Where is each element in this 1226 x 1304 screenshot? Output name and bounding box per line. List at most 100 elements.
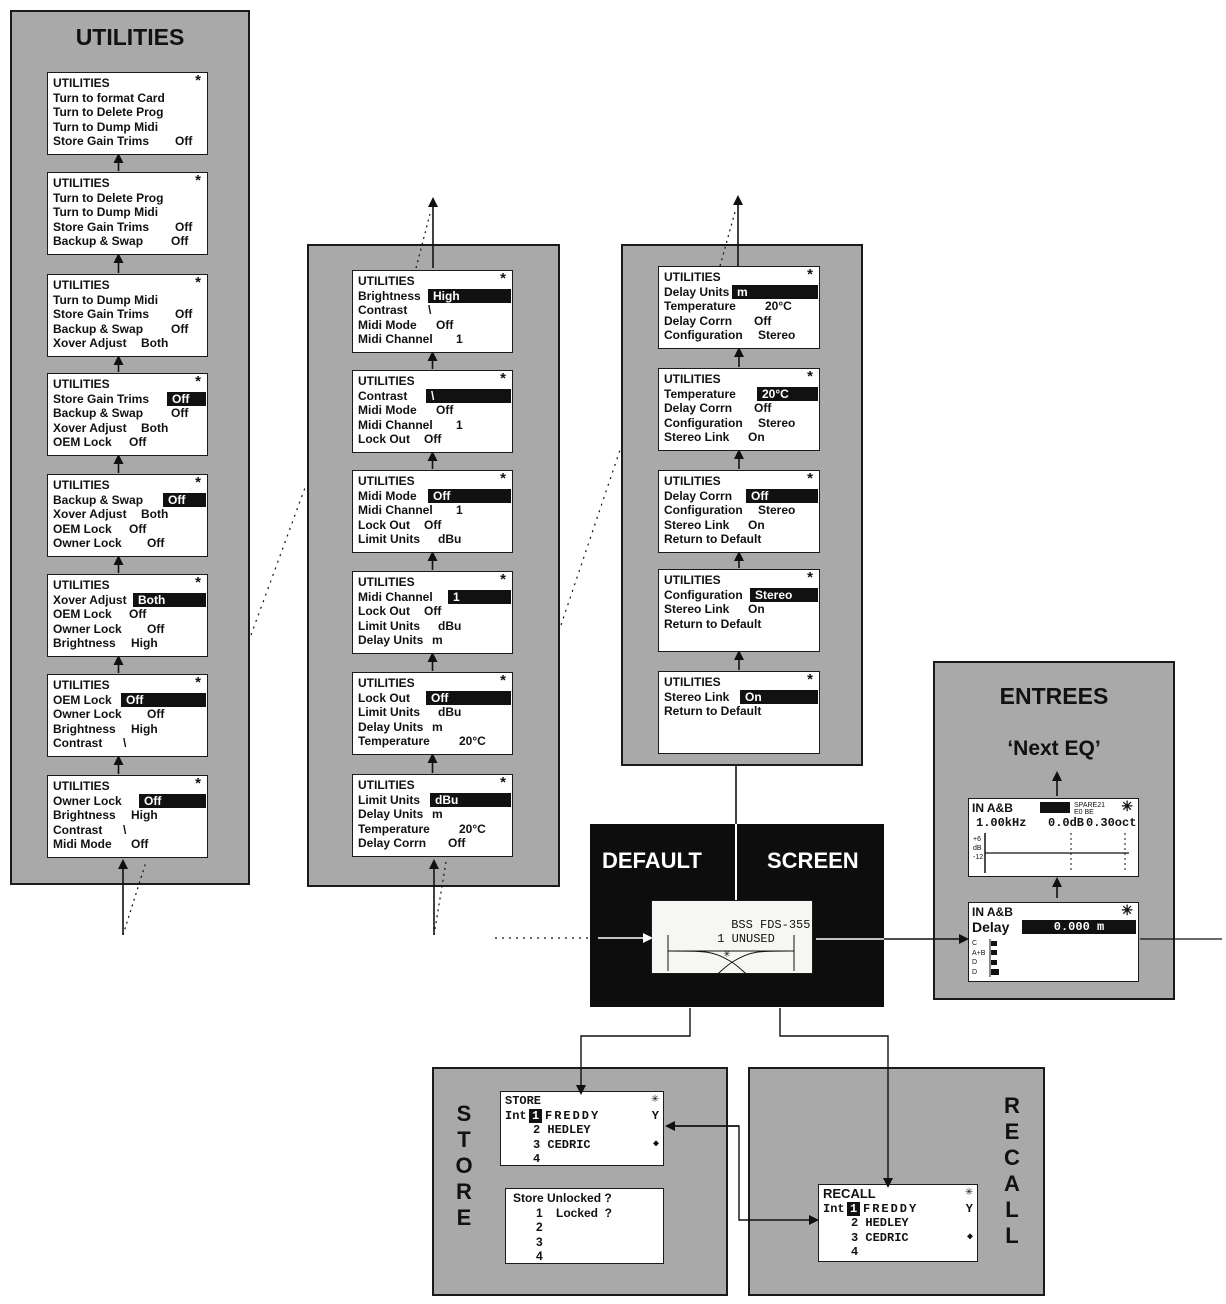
menu-row-label: OEM Lock	[53, 692, 112, 707]
recall-mark-dot: ◆	[966, 1231, 973, 1243]
default-program: 1 UNUSED	[717, 932, 775, 946]
menu-row-label: Delay Units	[358, 807, 424, 821]
default-lcd: BSS FDS-355 1 UNUSED ✳	[651, 900, 813, 975]
screen-header: UTILITIES	[53, 176, 110, 190]
screen-header: UTILITIES	[53, 278, 110, 292]
screen-header: UTILITIES	[53, 76, 110, 90]
screen-star: *	[500, 470, 506, 487]
delay-meter-bars	[989, 939, 999, 977]
screen-star: *	[195, 172, 201, 189]
menu-row-value: \	[123, 822, 127, 837]
menu-row-label: Turn to Dump Midi	[53, 292, 159, 307]
store-mark-y: Y	[651, 1108, 659, 1123]
menu-row-label: Lock Out	[358, 604, 411, 618]
eq-screen: IN A&B SPARE21 E0 BE ✳ 1.00kHz 0.0dB 0.3…	[968, 798, 1139, 877]
menu-row-value: Off	[754, 313, 772, 328]
menu-row-label: Xover Adjust	[53, 420, 127, 435]
menu-row-label: Limit Units	[358, 618, 420, 633]
menu-row-value: m	[432, 633, 443, 647]
menu-row-label: Stereo Link	[664, 689, 730, 704]
menu-row-value: 1	[456, 332, 463, 346]
menu-row-label: Brightness	[53, 721, 116, 736]
menu-row-label: Xover Adjust	[53, 336, 127, 350]
default-title-right: SCREEN	[767, 848, 859, 873]
menu-row-value: Off	[131, 837, 149, 851]
selected-value: 20°C	[757, 386, 818, 401]
menu-row-label: Store Gain Trims	[53, 219, 150, 234]
screen-header: UTILITIES	[53, 377, 110, 391]
recall-header: RECALL	[823, 1186, 876, 1201]
recall-item-4: 4	[851, 1245, 859, 1259]
recall-item-1: FREDDY	[863, 1201, 919, 1216]
screen-header: UTILITIES	[664, 270, 721, 284]
recall-letter: L	[1005, 1197, 1019, 1222]
menu-row-value: Off	[448, 836, 466, 850]
recall-item-2: 2 HEDLEY	[851, 1216, 909, 1230]
store-letter: S	[456, 1101, 472, 1126]
menu-row-value: Both	[141, 507, 169, 521]
menu-row-value: Off	[175, 134, 193, 148]
eq-tag2: E0 BE	[1074, 809, 1094, 816]
eq-scale-unit: dB	[973, 845, 982, 852]
menu-row-value: Off	[171, 321, 189, 336]
menu-row-value: On	[748, 602, 765, 616]
eq-scale-top: +6	[973, 836, 981, 843]
store-letter: R	[456, 1179, 472, 1204]
store-screen: STORE ✳ Int 1 FREDDY Y 2 HEDLEY 3 CEDRIC…	[500, 1091, 664, 1166]
menu-row-label: Temperature	[358, 821, 430, 836]
menu-row-label: Owner Lock	[53, 536, 122, 550]
menu-row-value: High	[131, 636, 158, 650]
menu-row-label: Lock Out	[358, 517, 411, 532]
recall-letter: A	[1004, 1171, 1020, 1196]
menu-row-label: Delay Corrn	[664, 401, 733, 415]
screen-star: *	[195, 474, 201, 491]
menu-row-label: Owner Lock	[53, 621, 122, 636]
selected-value: Off	[428, 488, 511, 503]
delay-meters: C A+B D D	[972, 939, 985, 977]
menu-row-label: Configuration	[664, 587, 743, 602]
store-mark-dot: ◆	[652, 1138, 659, 1150]
menu-row-label: Return to Default	[664, 616, 762, 631]
menu-row-value: Stereo	[758, 503, 796, 517]
menu-row-value: Off	[175, 219, 193, 234]
menu-row-label: Delay Units	[358, 719, 424, 734]
selected-value: m	[732, 284, 818, 299]
menu-row-value: Off	[147, 536, 165, 550]
menu-row-value: Off	[754, 401, 772, 415]
menu-row-value: Off	[171, 406, 189, 420]
menu-row-label: Return to Default	[664, 704, 762, 718]
recall-screen: RECALL ✳ Int 1 FREDDY Y 2 HEDLEY 3 CEDRI…	[818, 1184, 978, 1262]
menu-row-value: High	[131, 808, 158, 822]
screen-header: UTILITIES	[53, 478, 110, 492]
screen-header: UTILITIES	[358, 374, 415, 388]
menu-row-value: Off	[436, 403, 454, 417]
screen-header: UTILITIES	[358, 575, 415, 589]
eq-freq: 1.00kHz	[976, 816, 1027, 830]
menu-row-value: 20°C	[765, 299, 792, 313]
recall-letter: C	[1004, 1145, 1020, 1170]
eq-curve-icon	[1040, 802, 1070, 813]
menu-row-value: High	[131, 721, 158, 736]
store-lock-question: Store Unlocked ?	[513, 1191, 612, 1205]
menu-row-label: Midi Channel	[358, 503, 433, 517]
menu-row-value: Stereo	[758, 415, 796, 430]
store-selected: 1	[529, 1108, 543, 1123]
menu-row-label: Limit Units	[358, 792, 420, 807]
store-int: Int	[505, 1108, 527, 1123]
screen-header: UTILITIES	[53, 678, 110, 692]
menu-row-label: Stereo Link	[664, 517, 730, 532]
screen-star: *	[807, 569, 813, 586]
menu-row-label: Store Gain Trims	[53, 307, 150, 321]
menu-row-value: Off	[171, 234, 189, 248]
menu-row-label: OEM Lock	[53, 521, 112, 536]
meter-label-c: C	[972, 940, 978, 947]
menu-row-value: Off	[424, 517, 442, 532]
